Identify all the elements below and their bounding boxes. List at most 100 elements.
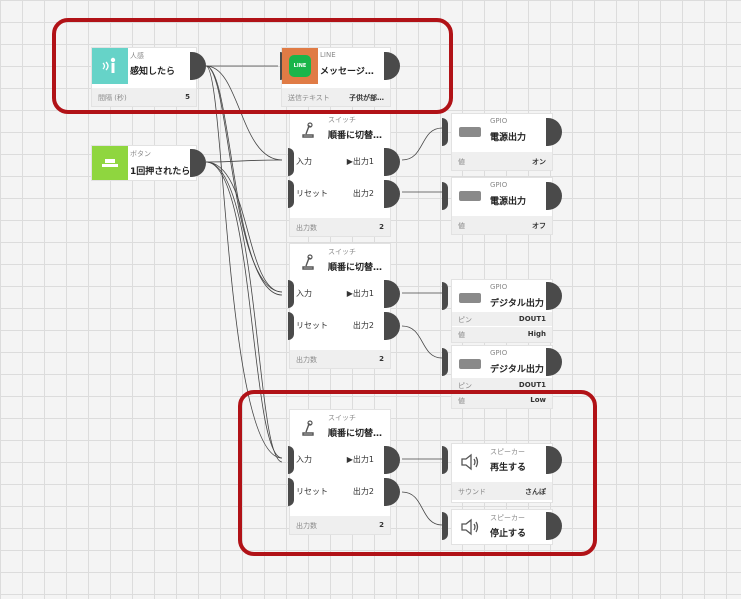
switch-icon [290, 410, 326, 446]
reset-port[interactable] [288, 312, 296, 340]
output-port[interactable] [546, 512, 562, 540]
node-category: スイッチ [328, 248, 356, 256]
node-category: ボタン [130, 150, 151, 158]
node-title: 順番に切替… [328, 263, 383, 273]
param-label: 値 [458, 158, 465, 166]
pin-param[interactable]: ピン DOUT1 [452, 312, 552, 326]
switch-node-3[interactable]: スイッチ 順番に切替… 入力 ▶出力1 リセット 出力2 出力数 2 [288, 410, 400, 534]
output-port[interactable] [546, 446, 562, 474]
reset-label: リセット [296, 189, 328, 198]
input-port[interactable] [442, 182, 450, 210]
value-param[interactable]: 値 High [452, 327, 552, 342]
output1-port[interactable] [384, 148, 400, 176]
reset-row: リセット 出力2 [290, 180, 390, 206]
reset-row: リセット 出力2 [290, 312, 390, 338]
gpio-node-3[interactable]: GPIO デジタル出力 ピン DOUT1 値 High [442, 280, 562, 342]
param-value: 5 [185, 93, 190, 101]
param-label: 出力数 [296, 224, 317, 232]
value-param[interactable]: 値 Low [452, 393, 552, 408]
output2-port[interactable] [384, 180, 400, 208]
output-port[interactable] [546, 282, 562, 310]
highlight-box-bottom [238, 390, 597, 556]
input-row: 入力 ▶出力1 [290, 446, 390, 472]
send-text-param[interactable]: 送信テキスト 子供が部… [282, 88, 390, 106]
output-port[interactable] [546, 118, 562, 146]
line-message-node[interactable]: LINE LINE メッセージ… 送信テキスト 子供が部… [280, 48, 400, 106]
input-port[interactable] [442, 118, 450, 146]
output-port[interactable] [190, 52, 206, 80]
gpio-node-1[interactable]: GPIO 電源出力 値 オン [442, 114, 562, 170]
output2-port[interactable] [384, 478, 400, 506]
param-label: 送信テキスト [288, 94, 330, 102]
param-value: Low [530, 396, 546, 404]
gpio-node-2[interactable]: GPIO 電源出力 値 オフ [442, 178, 562, 234]
sound-param[interactable]: サウンド さんぽ [452, 482, 552, 500]
input-label: 入力 [296, 157, 312, 166]
wire-button-sw3b [205, 161, 283, 463]
switch-node-1[interactable]: スイッチ 順番に切替… 入力 ▶出力1 リセット 出力2 出力数 2 [288, 112, 400, 236]
node-title: 電源出力 [490, 197, 527, 207]
human-sensor-icon [92, 48, 128, 84]
button-node[interactable]: ボタン 1回押されたら [92, 146, 206, 180]
speaker-node-1[interactable]: スピーカー 再生する サウンド さんぽ [442, 444, 562, 502]
output-port[interactable] [190, 149, 206, 177]
switch-node-2[interactable]: スイッチ 順番に切替… 入力 ▶出力1 リセット 出力2 出力数 2 [288, 244, 400, 368]
line-icon: LINE [282, 48, 318, 84]
input-port[interactable] [442, 282, 450, 310]
param-label: 出力数 [296, 356, 317, 364]
input-port[interactable] [288, 148, 296, 176]
output2-label: 出力2 [352, 321, 374, 330]
output-port[interactable] [546, 348, 562, 376]
node-category: GPIO [490, 181, 508, 189]
value-param[interactable]: 値 オフ [452, 216, 552, 234]
reset-label: リセット [296, 321, 328, 330]
value-param[interactable]: 値 オン [452, 152, 552, 170]
interval-param[interactable]: 間隔 (秒) 5 [92, 88, 196, 106]
param-label: 出力数 [296, 522, 317, 530]
pin-param[interactable]: ピン DOUT1 [452, 378, 552, 392]
param-label: サウンド [458, 488, 486, 496]
wire-sw1-gpio1 [401, 127, 443, 161]
output-count-param[interactable]: 出力数 2 [290, 218, 390, 236]
human-sensor-node[interactable]: 人感 感知したら 間隔 (秒) 5 [92, 48, 206, 106]
node-title: 1回押されたら [130, 167, 191, 177]
output-port[interactable] [384, 52, 400, 80]
node-title: 順番に切替… [328, 131, 383, 141]
reset-port[interactable] [288, 180, 296, 208]
param-label: 間隔 (秒) [98, 94, 127, 102]
output-port[interactable] [546, 182, 562, 210]
input-port[interactable] [442, 348, 450, 376]
input-port[interactable] [288, 280, 296, 308]
output1-label: ▶出力1 [346, 455, 374, 464]
wire-sensor-switch2 [205, 65, 283, 293]
wire-sensor-switch3 [205, 65, 283, 459]
wire-button-switch2 [205, 161, 283, 293]
node-category: GPIO [490, 349, 508, 357]
output2-label: 出力2 [352, 487, 374, 496]
node-title: 電源出力 [490, 133, 527, 143]
switch-icon [290, 112, 326, 148]
reset-port[interactable] [288, 478, 296, 506]
param-value: DOUT1 [518, 315, 546, 323]
node-title: デジタル出力 [490, 299, 544, 309]
output-count-param[interactable]: 出力数 2 [290, 350, 390, 368]
node-category: 人感 [130, 52, 144, 60]
output1-port[interactable] [384, 280, 400, 308]
param-label: 値 [458, 222, 465, 230]
switch-icon [290, 244, 326, 280]
output2-port[interactable] [384, 312, 400, 340]
output1-port[interactable] [384, 446, 400, 474]
input-port[interactable] [288, 446, 296, 474]
output-count-param[interactable]: 出力数 2 [290, 516, 390, 534]
gpio-node-4[interactable]: GPIO デジタル出力 ピン DOUT1 値 Low [442, 346, 562, 408]
speaker-node-2[interactable]: スピーカー 停止する [442, 510, 562, 544]
input-port[interactable] [442, 446, 450, 474]
gpio-chip-icon [452, 280, 488, 316]
param-value: オン [532, 158, 546, 166]
highlight-box-top [52, 18, 453, 114]
param-value: 2 [379, 223, 384, 231]
speaker-icon [452, 510, 488, 544]
input-label: 入力 [296, 455, 312, 464]
input-port[interactable] [442, 512, 450, 540]
